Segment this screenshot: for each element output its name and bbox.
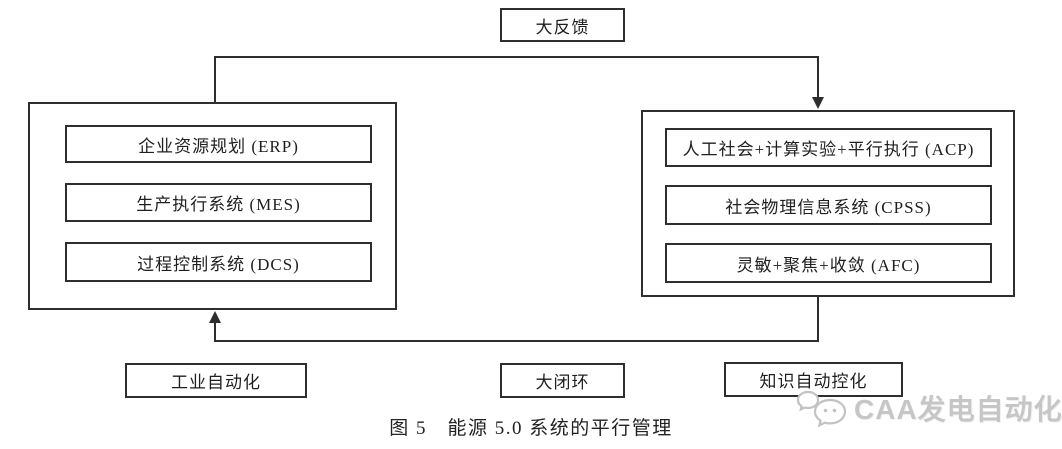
cpss-box: 社会物理信息系统 (CPSS) (665, 185, 992, 225)
big-feedback-label: 大反馈 (535, 17, 590, 37)
wechat-speech-bubbles-icon (796, 390, 847, 428)
arrow-up-icon (209, 311, 221, 323)
acp-label: 人工社会+计算实验+平行执行 (ACP) (682, 140, 975, 159)
acp-box: 人工社会+计算实验+平行执行 (ACP) (665, 128, 992, 167)
erp-box: 企业资源规划 (ERP) (65, 125, 372, 163)
watermark: CAA发电自动化 (794, 384, 1062, 432)
big-feedback-path (214, 56, 819, 102)
big-closed-loop-box: 大闭环 (500, 363, 625, 398)
mes-box: 生产执行系统 (MES) (65, 183, 372, 222)
big-closed-loop-label: 大闭环 (535, 373, 590, 392)
knowledge-automation-label: 知识自动控化 (759, 372, 868, 391)
figure-caption: 图 5 能源 5.0 系统的平行管理 (389, 418, 673, 439)
watermark-text: CAA发电自动化 (854, 394, 1062, 425)
afc-box: 灵敏+聚焦+收敛 (AFC) (665, 243, 992, 283)
industrial-automation-label: 工业自动化 (171, 373, 261, 392)
dcs-box: 过程控制系统 (DCS) (65, 242, 372, 282)
erp-label: 企业资源规划 (ERP) (138, 136, 299, 156)
mes-label: 生产执行系统 (MES) (136, 195, 301, 214)
dcs-label: 过程控制系统 (DCS) (137, 254, 300, 274)
big-feedback-box: 大反馈 (500, 8, 625, 42)
arrow-down-icon (812, 97, 824, 109)
industrial-automation-box: 工业自动化 (125, 363, 307, 398)
cpss-label: 社会物理信息系统 (CPSS) (725, 197, 932, 217)
afc-label: 灵敏+聚焦+收敛 (AFC) (736, 255, 921, 275)
